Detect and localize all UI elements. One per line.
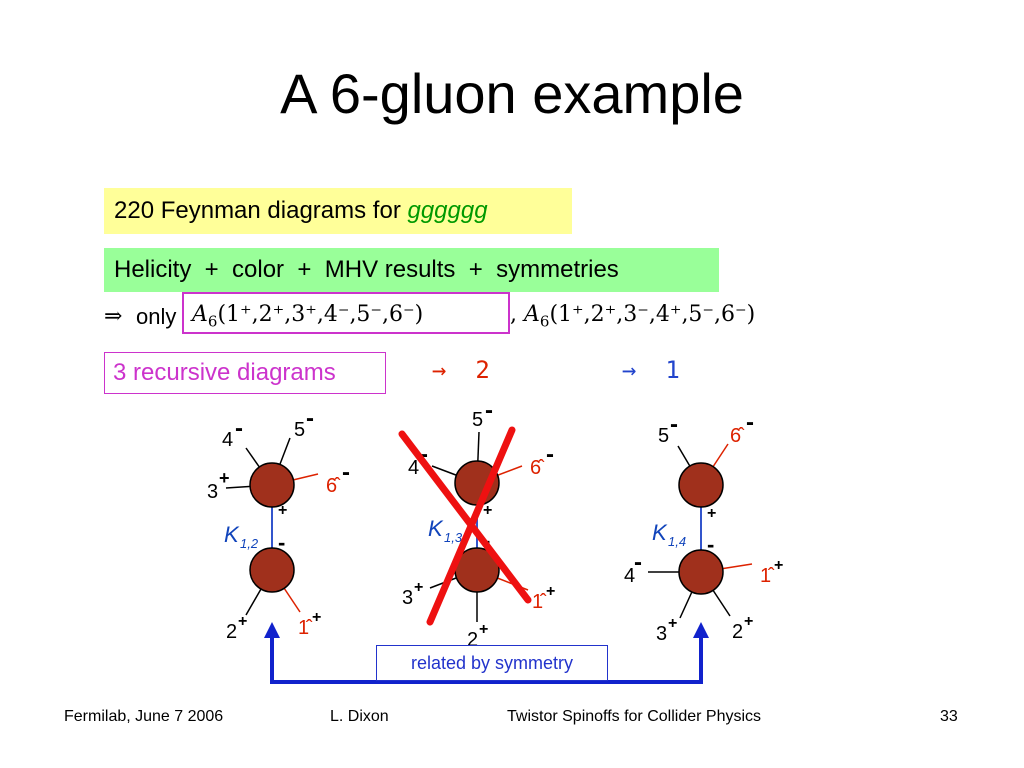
amplitude-row: ⇒ only A6(1⁺,2⁺,3⁺,4⁻,5⁻,6⁻) , A6(1⁺,2⁺,… xyxy=(104,298,884,338)
amp2-sub: 6 xyxy=(539,312,550,331)
leg-sign: + xyxy=(219,468,230,488)
count-blue: → 1 xyxy=(622,356,680,384)
leg-label: 1̂ xyxy=(298,617,313,639)
cross-out-line xyxy=(398,430,532,604)
propagator-sub: 1,2 xyxy=(240,536,259,551)
related-by-symmetry-box: related by symmetry xyxy=(376,645,608,681)
recursive-diagrams: 4 - 5 - 3 + 6̂ - + - K 1,2 2 + 1̂ + 5 - … xyxy=(207,397,783,684)
propagator-sub: 1,3 xyxy=(444,530,463,545)
diagram-1: 4 - 5 - 3 + 6̂ - + - K 1,2 2 + 1̂ + xyxy=(207,405,350,643)
leg-label: 4 xyxy=(408,457,419,479)
leg-sign: - xyxy=(306,405,314,432)
amplitude-2: A6(1⁺,2⁺,3⁻,4⁺,5⁻,6⁻) xyxy=(524,302,755,330)
leg-sign: - xyxy=(342,459,350,486)
leg-sign: + xyxy=(414,579,423,596)
diagram-3: 5 - 6̂ - + - K 1,4 4 - 1̂ + 3 + 2 + xyxy=(624,409,783,645)
leg-sign: - xyxy=(485,397,493,424)
leg-sign: + xyxy=(668,615,677,632)
prop-sign-top: + xyxy=(707,505,716,522)
amp1-symbol: A xyxy=(192,302,208,327)
leg-label: 2 xyxy=(226,621,237,643)
footer-author: L. Dixon xyxy=(330,708,389,725)
propagator-label: K xyxy=(428,516,444,541)
slide-title: A 6-gluon example xyxy=(280,62,744,125)
leg-sign: + xyxy=(238,613,247,630)
prop-sign-bottom: - xyxy=(278,530,285,555)
gluon-process: gggggg xyxy=(407,197,488,224)
amp1-sub: 6 xyxy=(207,312,218,331)
footer-page-number: 33 xyxy=(940,708,958,725)
leg-label: 2 xyxy=(467,629,478,651)
feynman-count-text: 220 Feynman diagrams for xyxy=(114,197,408,224)
leg-label: 6̂ xyxy=(730,425,745,447)
only-label: only xyxy=(136,304,177,329)
prop-sign-top: + xyxy=(278,502,287,519)
feynman-count-box: 220 Feynman diagrams for gggggg xyxy=(104,188,572,234)
leg-label: 5 xyxy=(472,409,483,431)
leg-label: 3 xyxy=(207,481,218,503)
leg-sign: - xyxy=(634,549,642,576)
leg-sign: - xyxy=(235,415,243,442)
footer-talk: Twistor Spinoffs for Collider Physics xyxy=(507,708,762,725)
vertex-blob xyxy=(678,549,724,595)
leg-label: 5 xyxy=(294,419,305,441)
leg-label: 1̂ xyxy=(532,591,547,613)
cross-out-line xyxy=(426,426,516,626)
propagator-label: K xyxy=(652,520,668,545)
amp2-args: (1⁺,2⁺,3⁻,4⁺,5⁻,6⁻) xyxy=(549,302,756,327)
leg-label: 3 xyxy=(656,623,667,645)
amp-separator: , xyxy=(510,302,517,327)
leg-sign: + xyxy=(744,613,753,630)
leg-sign: + xyxy=(546,583,555,600)
leg-sign: + xyxy=(479,621,488,638)
helicity-box: Helicity + color + MHV results + symmetr… xyxy=(104,248,719,292)
leg-label: 4 xyxy=(222,429,233,451)
leg-label: 4 xyxy=(624,565,635,587)
recursive-diagrams-box: 3 recursive diagrams xyxy=(104,352,386,394)
leg-label: 1̂ xyxy=(760,565,775,587)
amp2-symbol: A xyxy=(524,302,540,327)
footer-venue: Fermilab, June 7 2006 xyxy=(64,708,224,725)
vertex-blob xyxy=(249,462,295,508)
leg-sign: - xyxy=(746,409,754,436)
leg-sign: + xyxy=(312,609,321,626)
leg-label: 6̂ xyxy=(326,475,341,497)
vertex-blob xyxy=(249,547,295,593)
leg-sign: - xyxy=(670,411,678,438)
count-red: → 2 xyxy=(432,356,490,384)
leg-sign: - xyxy=(546,441,554,468)
propagator-sub: 1,4 xyxy=(668,534,686,549)
prop-sign-top: + xyxy=(483,502,492,519)
amplitude-highlight-box xyxy=(182,292,510,334)
amp1-args: (1⁺,2⁺,3⁺,4⁻,5⁻,6⁻) xyxy=(217,302,424,327)
leg-label: 5 xyxy=(658,425,669,447)
leg-label: 6̂ xyxy=(530,457,545,479)
vertex-blob xyxy=(678,462,724,508)
implies-arrow: ⇒ xyxy=(104,304,123,329)
diagram-2: 5 - 4 - 6̂ - + - K 1,3 3 + 2 + 1̂ + xyxy=(398,397,555,651)
leg-sign: - xyxy=(420,441,428,468)
leg-sign: + xyxy=(774,557,783,574)
propagator-label: K xyxy=(224,522,240,547)
amplitude-1: A6(1⁺,2⁺,3⁺,4⁻,5⁻,6⁻) xyxy=(192,302,423,330)
leg-label: 2 xyxy=(732,621,743,643)
prop-sign-bottom: - xyxy=(707,532,714,557)
leg-label: 3 xyxy=(402,587,413,609)
symmetry-arrow xyxy=(264,622,709,684)
